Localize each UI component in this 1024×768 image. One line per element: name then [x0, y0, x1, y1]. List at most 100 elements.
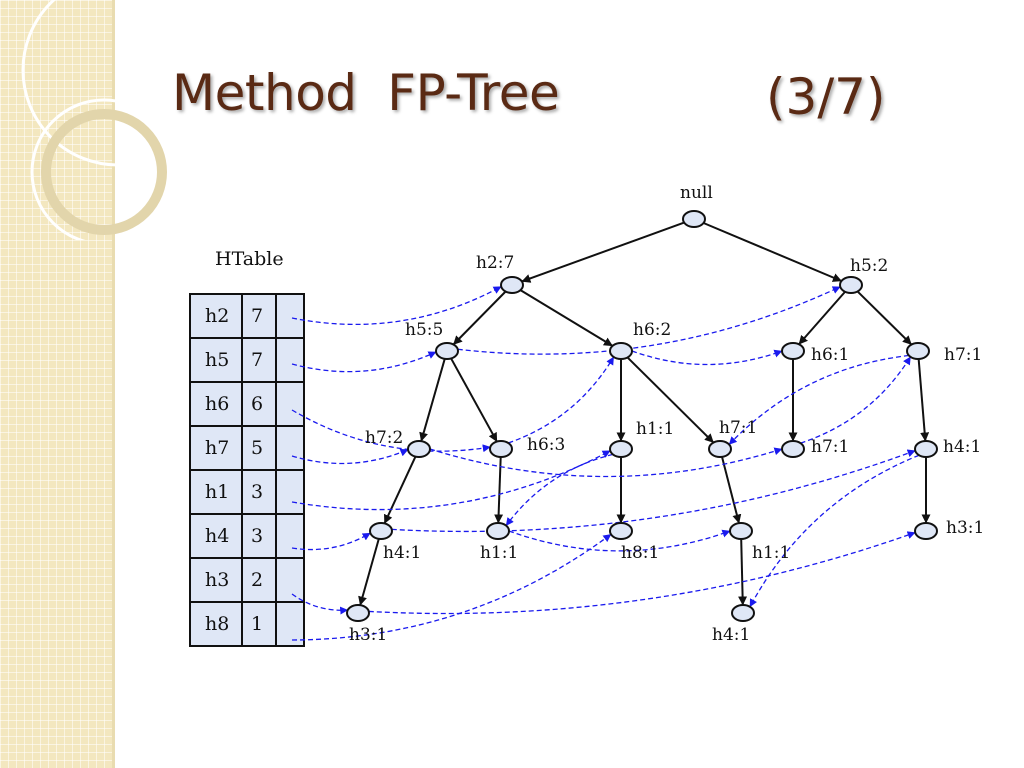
- tree-node-label: h3:1: [349, 625, 387, 645]
- tree-node: [489, 440, 513, 458]
- htable-item: h1: [189, 469, 243, 515]
- node-link-edge: [457, 286, 841, 355]
- node-link-edge: [291, 448, 409, 465]
- tree-node: [500, 276, 524, 294]
- decorative-sidebar: [0, 0, 112, 768]
- tree-edge: [494, 456, 504, 524]
- tree-edge: [703, 222, 842, 282]
- tree-node-label: h2:7: [476, 253, 514, 273]
- tree-node: [839, 276, 863, 294]
- htable-link-cell: [275, 557, 305, 603]
- tree-node-label: h7:2: [365, 428, 403, 448]
- node-link-edge: [749, 454, 920, 608]
- tree-node: [682, 210, 706, 228]
- tree-edge: [738, 538, 748, 606]
- tree-edge: [419, 358, 446, 442]
- htable-link-cell: [275, 469, 305, 515]
- htable-link-cell: [275, 337, 305, 383]
- tree-edge: [626, 356, 715, 444]
- tree-node-label: h6:3: [527, 435, 565, 455]
- node-link-edge: [631, 349, 783, 366]
- node-link-edge: [728, 354, 909, 445]
- htable-item: h5: [189, 337, 243, 383]
- tree-node-label: h1:1: [480, 543, 518, 563]
- deco-ring-large: [21, 0, 215, 167]
- htable-link-cell: [275, 425, 305, 471]
- tree-node-label: h7:1: [719, 418, 757, 438]
- htable-link-cell: [275, 513, 305, 559]
- htable-item: h3: [189, 557, 243, 603]
- htable-item: h8: [189, 601, 243, 647]
- tree-edge: [383, 456, 417, 524]
- tree-node: [609, 342, 633, 360]
- tree-node: [609, 440, 633, 458]
- node-link-edge: [291, 532, 371, 551]
- slide-title: Method FP-Tree: [172, 64, 560, 122]
- tree-edge: [917, 358, 930, 442]
- tree-node: [914, 522, 938, 540]
- node-link-edge: [291, 351, 437, 373]
- deco-ring-band: [41, 109, 167, 235]
- tree-node: [906, 342, 930, 360]
- tree-node: [407, 440, 431, 458]
- tree-node: [708, 440, 732, 458]
- sidebar-edge: [112, 0, 115, 768]
- htable-count: 6: [241, 381, 277, 427]
- tree-edge: [856, 290, 913, 346]
- node-link-edge: [508, 356, 615, 444]
- node-link-edge: [508, 529, 731, 552]
- tree-node-label: h6:1: [811, 345, 849, 365]
- tree-node-label: h8:1: [621, 543, 659, 563]
- node-link-edge: [291, 593, 349, 615]
- tree-edge: [721, 456, 742, 524]
- node-link-edge: [505, 453, 614, 526]
- htable-count: 1: [241, 601, 277, 647]
- tree-node: [486, 522, 510, 540]
- tree-node-label: h4:1: [383, 543, 421, 563]
- tree-node-label: h7:1: [944, 345, 982, 365]
- tree-node-label: h1:1: [636, 419, 674, 439]
- tree-node-label: h1:1: [752, 543, 790, 563]
- tree-node: [729, 522, 753, 540]
- htable-count: 3: [241, 469, 277, 515]
- htable-link-cell: [275, 601, 305, 647]
- tree-node-label: h5:2: [850, 256, 888, 276]
- deco-ring-medium: [30, 98, 178, 240]
- tree-node: [781, 342, 805, 360]
- tree-edge: [452, 290, 507, 346]
- decorative-rings: [21, 0, 215, 240]
- htable-item: h7: [189, 425, 243, 471]
- tree-node: [435, 342, 459, 360]
- node-link-edge: [429, 447, 783, 478]
- htable-title: HTable: [215, 248, 284, 270]
- htable-item: h2: [189, 293, 243, 339]
- htable-count: 2: [241, 557, 277, 603]
- tree-node-label: h5:5: [405, 320, 443, 340]
- tree-node-label: h7:1: [811, 437, 849, 457]
- tree-edge: [450, 357, 498, 443]
- tree-node-label: null: [680, 183, 713, 203]
- htable-link-cell: [275, 293, 305, 339]
- tree-edge: [798, 291, 846, 345]
- tree-edge: [358, 538, 380, 606]
- tree-edge: [521, 221, 685, 283]
- node-link-edge: [800, 356, 912, 444]
- htable-count: 3: [241, 513, 277, 559]
- node-link-edge: [291, 450, 611, 511]
- tree-node: [731, 604, 755, 622]
- tree-node: [609, 522, 633, 540]
- htable-link-cell: [275, 381, 305, 427]
- tree-node-label: h4:1: [943, 437, 981, 457]
- slide-counter: (3/7): [766, 68, 886, 126]
- tree-edge: [519, 289, 614, 347]
- htable-count: 5: [241, 425, 277, 471]
- tree-node: [346, 604, 370, 622]
